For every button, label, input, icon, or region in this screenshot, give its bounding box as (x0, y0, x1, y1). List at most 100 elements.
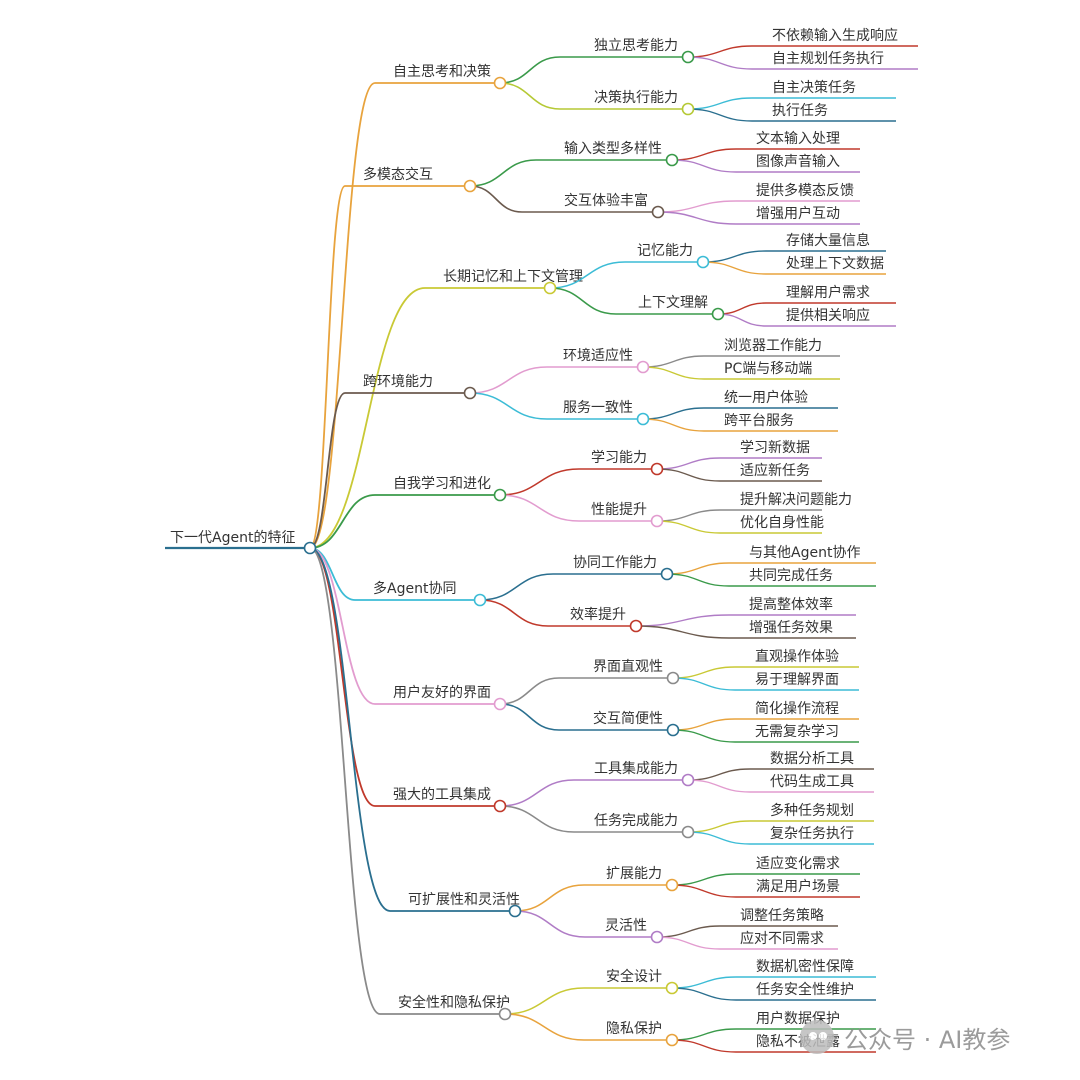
wechat-logo-icon (800, 1020, 834, 1054)
leaf-label: 统一用户体验 (724, 389, 808, 406)
leaf-label: 文本输入处理 (756, 131, 840, 147)
leaf-connector (687, 820, 751, 833)
leaf-label: 自主规划任务执行 (772, 51, 884, 67)
leaf-connector (656, 925, 721, 938)
sub-branch-connector (499, 677, 560, 705)
sub-branch-connector (499, 468, 580, 496)
leaf-label: 任务安全性维护 (756, 981, 854, 998)
leaf-label: 数据分析工具 (770, 751, 854, 767)
leaf-label: 多种任务规划 (770, 802, 854, 819)
branch-node (543, 281, 557, 295)
leaf-label: 处理上下文数据 (786, 256, 884, 272)
leaf-connector (687, 56, 753, 70)
sub-branch-label: 环境适应性 (563, 347, 633, 364)
leaf-label: 图像声音输入 (756, 153, 840, 170)
leaf-label: 优化自身性能 (740, 515, 824, 531)
branch-label: 跨环境能力 (363, 374, 433, 390)
leaf-label: 学习新数据 (740, 440, 810, 456)
leaf-label: 代码生成工具 (770, 774, 854, 790)
sub-branch-node (711, 307, 725, 321)
sub-branch-node (629, 619, 643, 633)
sub-branch-label: 记忆能力 (637, 243, 693, 259)
leaf-connector (656, 520, 721, 534)
branch-label: 可扩展性和灵活性 (408, 892, 520, 908)
leaf-label: 执行任务 (772, 103, 828, 119)
leaf-connector (656, 457, 721, 470)
sub-branch-connector (499, 779, 575, 807)
branch-connector (309, 547, 391, 912)
leaf-label: 无需复杂学习 (755, 723, 839, 740)
sub-branch-label: 界面直观性 (593, 658, 663, 675)
sub-branch-node (681, 773, 695, 787)
watermark: 公众号 · AI教参 (800, 1012, 1010, 1062)
leaf-label: 提供多模态反馈 (756, 182, 854, 199)
branch-connector (309, 547, 376, 705)
leaf-label: 跨平台服务 (724, 413, 794, 429)
branch-label: 自主思考和决策 (393, 63, 491, 80)
branch-node (493, 697, 507, 711)
sub-branch-connector (549, 287, 617, 315)
branch-connector (309, 185, 346, 549)
leaf-connector (687, 97, 753, 110)
sub-branch-connector (499, 805, 575, 833)
leaf-connector (671, 873, 737, 886)
sub-branch-node (696, 255, 710, 269)
sub-branch-connector (499, 82, 561, 110)
leaf-connector (671, 976, 737, 989)
leaf-label: 存储大量信息 (786, 232, 870, 249)
branch-label: 强大的工具集成 (393, 786, 491, 803)
branch-label: 用户友好的界面 (393, 684, 491, 701)
sub-branch-node (681, 50, 695, 64)
branch-label: 多Agent协同 (373, 580, 456, 597)
leaf-label: 满足用户场景 (756, 878, 840, 895)
branch-label: 自我学习和进化 (393, 476, 491, 492)
sub-branch-connector (504, 1013, 585, 1041)
sub-branch-node (651, 205, 665, 219)
leaf-connector (671, 159, 737, 173)
leaf-connector (657, 211, 737, 225)
sub-branch-connector (469, 185, 523, 213)
sub-branch-label: 性能提升 (591, 502, 647, 518)
leaf-label: 简化操作流程 (755, 700, 839, 717)
branch-node (493, 76, 507, 90)
sub-branch-node (681, 102, 695, 116)
branch-node (493, 488, 507, 502)
leaf-label: 数据机密性保障 (756, 958, 854, 975)
sub-branch-connector (549, 261, 626, 289)
leaf-label: 理解用户需求 (786, 284, 870, 301)
sub-branch-node (650, 930, 664, 944)
branch-node (493, 799, 507, 813)
leaf-connector (687, 45, 753, 58)
leaf-label: 易于理解界面 (755, 672, 839, 688)
sub-branch-label: 输入类型多样性 (564, 140, 662, 157)
sub-branch-node (665, 981, 679, 995)
sub-branch-connector (504, 987, 585, 1015)
leaf-connector (656, 468, 721, 482)
sub-branch-label: 扩展能力 (606, 866, 662, 882)
sub-branch-node (681, 825, 695, 839)
sub-branch-connector (514, 910, 586, 938)
leaf-label: 应对不同需求 (740, 930, 824, 947)
leaf-label: 自主决策任务 (772, 79, 856, 96)
leaf-connector (657, 200, 737, 213)
sub-branch-connector (469, 159, 537, 187)
leaf-connector (671, 987, 737, 1001)
leaf-connector (671, 1039, 737, 1053)
sub-branch-label: 交互体验丰富 (564, 192, 648, 209)
leaf-label: 增强用户互动 (756, 205, 840, 222)
leaf-label: 适应变化需求 (756, 855, 840, 872)
branch-label: 安全性和隐私保护 (398, 994, 510, 1011)
leaf-label: 不依赖输入生成响应 (772, 27, 898, 44)
leaf-connector (642, 418, 705, 432)
leaf-label: 增强任务效果 (749, 620, 833, 636)
sub-branch-connector (499, 494, 580, 522)
sub-branch-node (666, 723, 680, 737)
leaf-label: 提高整体效率 (749, 596, 833, 613)
leaf-connector (642, 407, 705, 420)
leaf-connector (687, 779, 751, 793)
branch-connector (309, 82, 376, 549)
leaf-connector (672, 666, 736, 679)
sub-branch-label: 学习能力 (591, 450, 647, 466)
leaf-connector (672, 718, 736, 731)
sub-branch-label: 决策执行能力 (594, 89, 678, 106)
